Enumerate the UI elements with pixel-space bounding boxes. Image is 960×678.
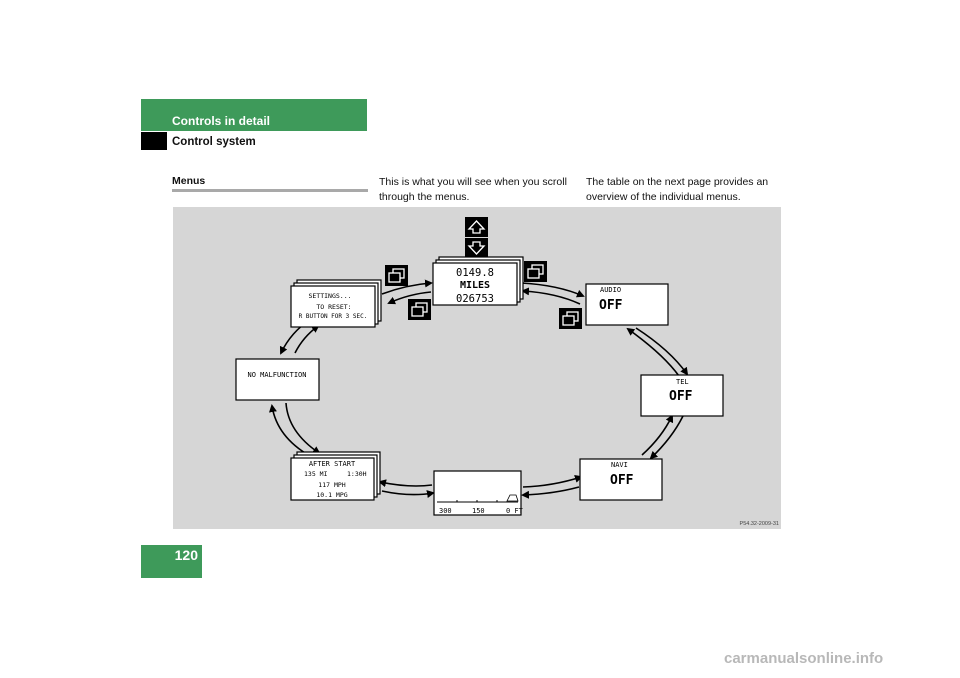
settings-reset: TO RESET: bbox=[316, 303, 351, 311]
section-rule bbox=[172, 189, 368, 192]
tel-display bbox=[640, 374, 724, 417]
menu-diagram-svg: 0149.8 MILES 026753 AUDIO OFF TEL OFF NA… bbox=[235, 217, 779, 527]
after-start-time: 1:30H bbox=[347, 470, 367, 478]
after-start-distance: 135 MI bbox=[304, 470, 328, 478]
distance-tick-300: 300 bbox=[439, 507, 452, 515]
page-back-icon bbox=[408, 299, 431, 320]
arrow-malfunction-to-afterstart bbox=[285, 402, 321, 455]
page-number-band bbox=[141, 545, 202, 578]
trip-display bbox=[432, 256, 524, 306]
page-back-icon bbox=[559, 308, 582, 329]
overview-paragraph: The table on the next page provides an o… bbox=[586, 176, 769, 203]
settings-title: SETTINGS... bbox=[308, 292, 351, 300]
arrow-navi-to-tel bbox=[641, 414, 674, 456]
trip-odometer: 026753 bbox=[456, 293, 494, 305]
page-forward-icon bbox=[524, 261, 547, 282]
watermark-text: carmanualsonline.info bbox=[724, 650, 884, 667]
arrow-afterstart-to-malfunction bbox=[269, 404, 311, 457]
arrow-tel-to-audio bbox=[626, 327, 680, 377]
arrow-navi-to-radar bbox=[521, 486, 580, 499]
figure-code: P54.32-2009-31 bbox=[740, 521, 779, 527]
up-button-icon bbox=[465, 217, 488, 237]
arrow-radar-to-navi bbox=[522, 475, 583, 488]
malfunction-display bbox=[235, 358, 320, 401]
subheader-title: Control system bbox=[172, 136, 256, 148]
audio-label: AUDIO bbox=[600, 286, 621, 294]
arrow-malfunction-to-settings bbox=[294, 324, 320, 354]
subheader-marker bbox=[141, 132, 167, 150]
menu-arrows bbox=[269, 279, 689, 499]
tel-status: OFF bbox=[669, 389, 693, 404]
section-label: Menus bbox=[172, 175, 206, 187]
menu-diagram: 0149.8 MILES 026753 AUDIO OFF TEL OFF NA… bbox=[173, 207, 781, 529]
arrow-audio-to-tel bbox=[635, 327, 689, 376]
after-start-title: AFTER START bbox=[309, 460, 356, 468]
settings-instruction: R BUTTON FOR 3 SEC. bbox=[299, 313, 368, 320]
trip-unit: MILES bbox=[460, 280, 490, 291]
page-number: 120 bbox=[174, 547, 198, 563]
audio-display bbox=[585, 283, 669, 326]
down-button-icon bbox=[465, 238, 488, 258]
page-forward-icon bbox=[385, 265, 408, 286]
header-band bbox=[141, 99, 367, 131]
distance-display bbox=[433, 470, 522, 516]
arrow-trip-to-audio bbox=[520, 282, 585, 298]
navi-label: NAVI bbox=[611, 461, 628, 469]
car-icon bbox=[506, 494, 519, 502]
malfunction-status: NO MALFUNCTION bbox=[247, 371, 306, 379]
trip-distance: 0149.8 bbox=[456, 267, 494, 279]
arrow-tel-to-navi bbox=[649, 415, 684, 460]
arrow-trip-to-settings bbox=[387, 291, 432, 305]
arrow-settings-to-trip bbox=[381, 279, 433, 295]
after-start-economy: 10.1 MPG bbox=[316, 491, 347, 499]
navi-status: OFF bbox=[610, 473, 634, 488]
distance-tick-150: 150 bbox=[472, 507, 485, 515]
after-start-display bbox=[290, 451, 381, 501]
navi-display bbox=[579, 458, 663, 501]
settings-display bbox=[290, 279, 382, 328]
audio-status: OFF bbox=[599, 298, 623, 313]
arrow-audio-to-trip bbox=[521, 287, 581, 305]
arrow-afterstart-to-radar bbox=[381, 490, 435, 498]
distance-tick-0: 0 FT bbox=[506, 507, 524, 515]
after-start-speed: 117 MPH bbox=[318, 481, 345, 489]
intro-paragraph: This is what you will see when you scrol… bbox=[379, 176, 567, 203]
header-title: Controls in detail bbox=[172, 114, 271, 128]
arrow-radar-to-afterstart bbox=[378, 479, 433, 488]
tel-label: TEL bbox=[676, 378, 689, 386]
